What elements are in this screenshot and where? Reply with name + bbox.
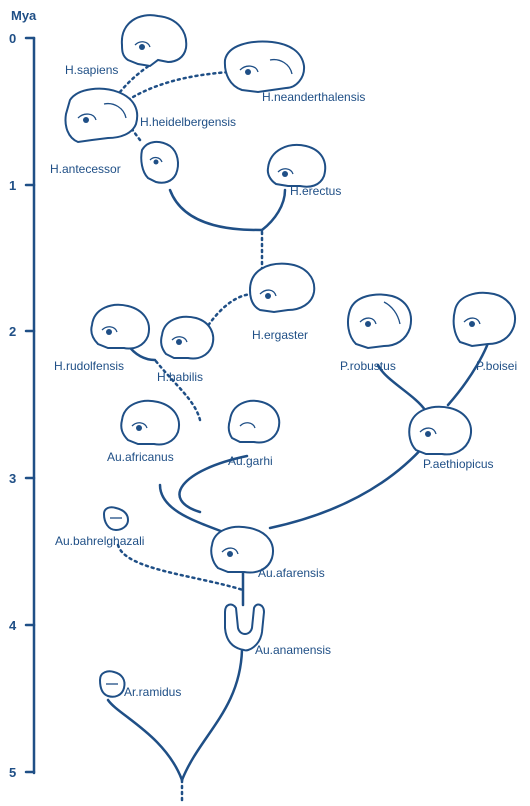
lineage-connections [106, 63, 494, 802]
skull-au-bahrelghazali-icon [102, 506, 130, 532]
label-h-sapiens: H.sapiens [65, 63, 118, 77]
branch-habilis-dotted [153, 358, 202, 422]
axis-tick-label-0: 0 [9, 31, 16, 46]
branch-sapiens [118, 63, 152, 94]
branch-erectus [260, 188, 287, 232]
branch-bahrelghazali [116, 543, 245, 592]
label-h-ergaster: H.ergaster [252, 328, 308, 342]
label-h-habilis: H.habilis [157, 370, 203, 384]
skull-au-garhi-icon [227, 399, 281, 444]
axis-tick-label-2: 2 [9, 324, 16, 339]
skull-p-robustus-icon [347, 293, 412, 350]
branch-antecessor [168, 188, 264, 232]
label-au-bahrelghazali: Au.bahrelghazali [55, 534, 144, 548]
label-p-aethiopicus: P.aethiopicus [423, 457, 494, 471]
label-au-afarensis: Au.afarensis [258, 566, 325, 580]
skull-h-erectus-icon [266, 144, 327, 188]
skull-h-neanderthalensis-icon [223, 40, 306, 94]
skull-h-antecessor-icon [140, 140, 179, 184]
branch-garhi [178, 454, 249, 514]
axis-tick-label-3: 3 [9, 471, 16, 486]
time-axis: Mya 0 1 2 3 4 5 [9, 8, 37, 780]
skull-au-anamensis-icon [224, 603, 266, 652]
skull-p-aethiopicus-icon [408, 405, 472, 456]
axis-tick-label-4: 4 [9, 618, 17, 633]
label-p-boisei: P.boisei [476, 359, 517, 373]
branch-afarensis-aethiopicus [268, 443, 427, 530]
branch-neanderthalensis [126, 70, 232, 102]
label-p-robustus: P.robustus [340, 359, 396, 373]
label-h-heidelbergensis: H.heidelbergensis [140, 115, 236, 129]
species-labels: H.sapiens H.neanderthalensis H.heidelber… [50, 63, 517, 699]
skull-h-rudolfensis-icon [90, 303, 150, 350]
label-au-garhi: Au.garhi [228, 454, 273, 468]
skull-h-ergaster-icon [248, 262, 316, 314]
skull-h-heidelbergensis-icon [64, 87, 139, 144]
skull-au-afarensis-icon [210, 525, 274, 574]
branch-to-anamensis [180, 648, 244, 782]
skull-au-africanus-icon [120, 399, 180, 446]
axis-tick-label-1: 1 [9, 178, 16, 193]
label-au-anamensis: Au.anamensis [255, 643, 331, 657]
label-h-erectus: H.erectus [290, 184, 341, 198]
axis-unit-label: Mya [11, 8, 37, 23]
branch-robustus [376, 363, 427, 412]
label-h-neanderthalensis: H.neanderthalensis [262, 90, 365, 104]
label-h-rudolfensis: H.rudolfensis [54, 359, 124, 373]
label-au-africanus: Au.africanus [107, 450, 174, 464]
skull-h-sapiens-icon [120, 14, 188, 68]
skull-ar-ramidus-icon [98, 670, 126, 698]
label-h-antecessor: H.antecessor [50, 162, 121, 176]
skull-p-boisei-icon [452, 291, 516, 348]
branch-ramidus [106, 698, 184, 782]
skull-h-habilis-icon [160, 315, 215, 360]
label-ar-ramidus: Ar.ramidus [124, 685, 181, 699]
axis-tick-label-5: 5 [9, 765, 16, 780]
